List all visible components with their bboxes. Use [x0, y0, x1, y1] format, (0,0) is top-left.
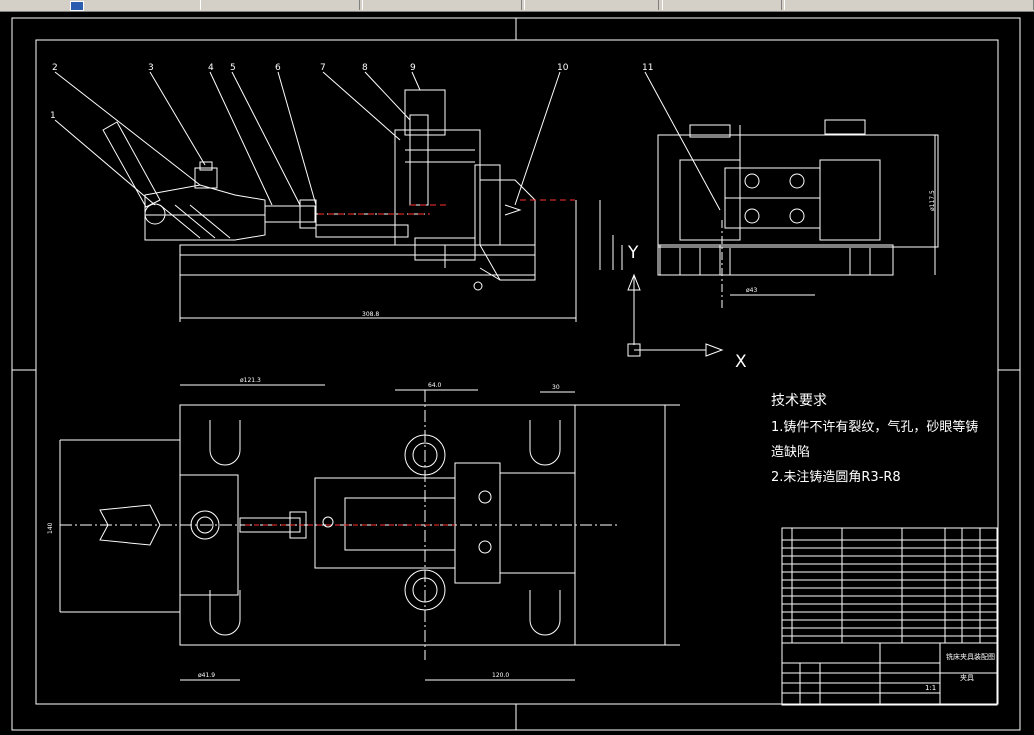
dim-overall-front: 308.8 — [362, 311, 379, 318]
title-block-part-name: 夹具 — [960, 673, 974, 682]
tab-4[interactable] — [662, 0, 782, 10]
title-block — [781, 642, 998, 706]
window-tab-strip — [0, 0, 1034, 12]
axis-label-x: X — [735, 352, 747, 372]
title-block-drawing-name: 铣床夹具装配图 — [946, 652, 995, 661]
dim-plan-foot: ø41.9 — [198, 672, 215, 679]
outer-border — [11, 17, 1021, 731]
dim-plan-height: 140 — [47, 522, 54, 534]
part-number-4: 4 — [208, 63, 214, 73]
dim-side-width: ø43 — [746, 287, 757, 294]
part-number-11: 11 — [642, 63, 653, 73]
tab-3[interactable] — [524, 0, 659, 10]
tab-2[interactable] — [362, 0, 522, 10]
parts-list — [781, 527, 998, 644]
title-block-scale: 1:1 — [925, 684, 936, 692]
dim-plan-bottom: 120.0 — [492, 672, 509, 679]
part-number-3: 3 — [148, 63, 154, 73]
part-number-6: 6 — [275, 63, 281, 73]
part-number-1: 1 — [50, 111, 56, 121]
technical-requirements-item1-line1: 1.铸件不许有裂纹，气孔，砂眼等铸 — [771, 420, 979, 435]
part-number-5: 5 — [230, 63, 236, 73]
app-icon — [70, 1, 84, 11]
dim-plan-right: 30 — [552, 384, 560, 391]
axis-label-y: Y — [627, 243, 639, 263]
part-number-2: 2 — [52, 63, 58, 73]
technical-requirements-item2: 2.未注铸造圆角R3-R8 — [771, 470, 901, 485]
dim-side-height: ø117.5 — [929, 190, 936, 211]
part-number-9: 9 — [410, 63, 416, 73]
cad-drawing-canvas[interactable]: 1 2 3 4 5 6 7 8 9 10 11 308.8 ø121.3 64.… — [0, 11, 1034, 735]
dim-plan-center: 64.0 — [428, 382, 442, 389]
tab-1[interactable] — [200, 0, 360, 10]
tab-5[interactable] — [784, 0, 1034, 10]
technical-requirements-item1-line2: 造缺陷 — [771, 445, 811, 460]
part-number-8: 8 — [362, 63, 368, 73]
ucs-axis-icon — [627, 273, 724, 357]
drawing-frame — [35, 39, 999, 705]
part-number-10: 10 — [557, 63, 569, 73]
dim-plan-width: ø121.3 — [240, 377, 261, 384]
part-number-7: 7 — [320, 63, 326, 73]
technical-requirements-title: 技术要求 — [771, 393, 827, 409]
plan-view — [59, 384, 680, 681]
front-view — [102, 89, 623, 322]
side-view — [657, 119, 939, 310]
